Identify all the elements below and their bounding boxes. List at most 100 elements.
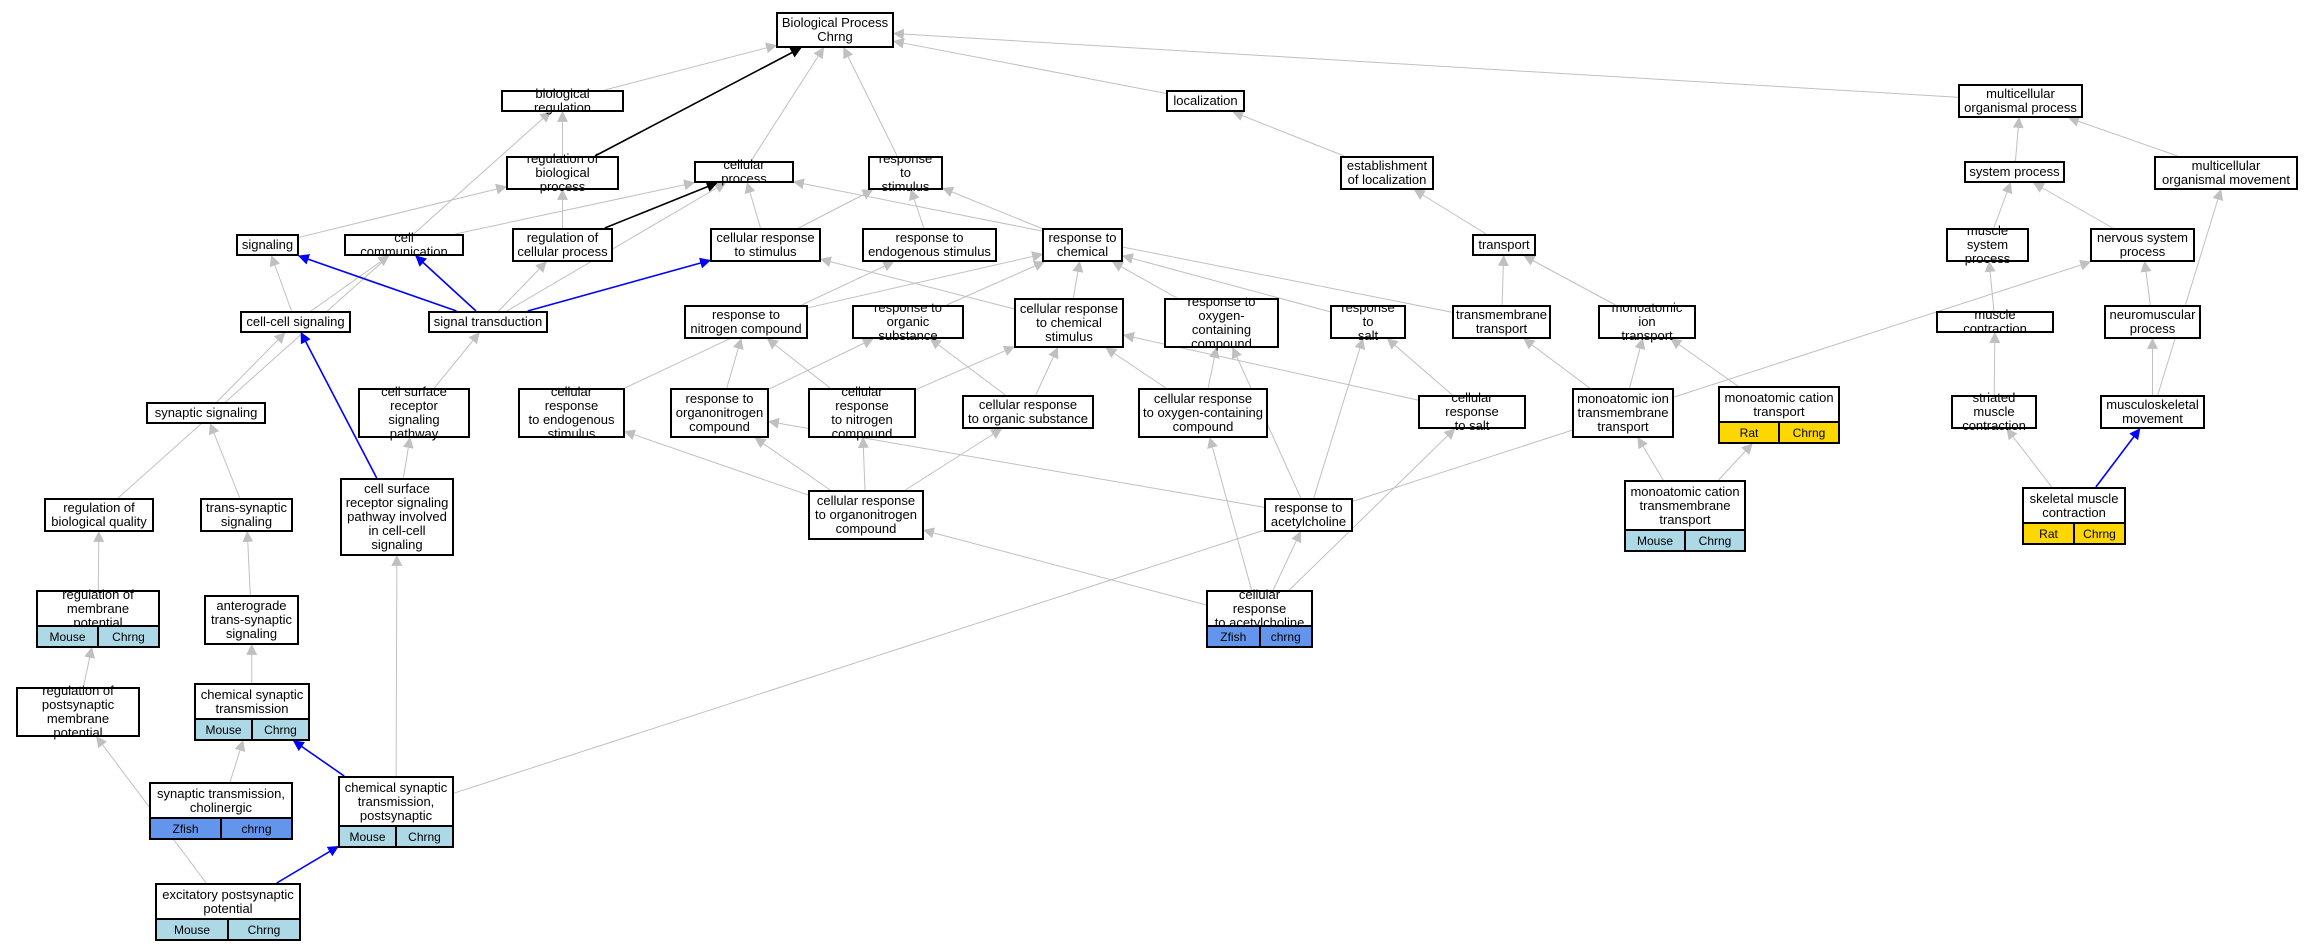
go-term-label: muscle system process [1964, 223, 2011, 266]
species-tag: Zfish [1208, 627, 1259, 646]
edge-antero-to-transsyn [242, 530, 254, 596]
edge-cellrespach-to-cellresporganonitro [922, 527, 1207, 606]
gene-tag: chrng [220, 819, 291, 838]
go-term-label: regulation of biological quality [51, 500, 147, 529]
go-term-label: neuromuscular process [2109, 307, 2196, 336]
gene-tag: Chrng [1684, 531, 1744, 550]
edge-regmemb-to-regbioqual [93, 530, 105, 591]
go-term-transsyn[interactable]: trans-synaptic signaling [200, 498, 293, 532]
edge-moncationtm-to-moniontm [1637, 437, 1664, 481]
go-term-multiproc[interactable]: multicellular organismal process [1958, 84, 2083, 118]
go-term-label: cellular response to organonitrogen comp… [815, 493, 917, 536]
go-term-moniontm[interactable]: monoatomic ion transmembrane transport [1572, 388, 1674, 438]
go-term-label: signal transduction [433, 314, 543, 329]
go-term-cellresporganonitro[interactable]: cellular response to organonitrogen comp… [808, 490, 924, 540]
go-term-regpostsyn[interactable]: regulation of postsynaptic membrane pote… [16, 684, 140, 740]
go-term-cellcellsig[interactable]: cell-cell signaling [240, 311, 351, 333]
go-term-tmtransport[interactable]: transmembrane transport [1452, 305, 1551, 339]
edge-cellrespach-to-cellrespoxy [1207, 436, 1253, 591]
go-term-sigtrans[interactable]: signal transduction [428, 311, 548, 333]
species-tag: Mouse [1626, 531, 1684, 550]
go-term-localization[interactable]: localization [1166, 90, 1245, 112]
go-term-synsig[interactable]: synaptic signaling [146, 402, 266, 424]
go-term-resporg[interactable]: response to organic substance [852, 301, 964, 343]
go-term-transport[interactable]: transport [1472, 234, 1536, 256]
go-term-label: cell-cell signaling [246, 314, 345, 329]
edge-chemsynpost-to-chemsyn [292, 740, 345, 777]
edge-respsalt-to-respchem [1121, 253, 1331, 313]
go-term-striated[interactable]: striated muscle contraction [1951, 391, 2037, 433]
go-term-label: muscle contraction [1963, 307, 2027, 336]
go-term-respnitro[interactable]: response to nitrogen compound [684, 305, 808, 339]
edge-chemsynpost-to-csrspcell [391, 554, 403, 777]
go-term-respendo[interactable]: response to endogenous stimulus [862, 228, 997, 262]
go-term-bioreg[interactable]: biological regulation [501, 87, 624, 115]
go-term-sysproc[interactable]: system process [1964, 161, 2065, 183]
edge-cellcomm-to-cellproc [455, 179, 696, 235]
go-term-regbio[interactable]: regulation of biological process [506, 152, 619, 194]
go-term-respstim[interactable]: response to stimulus [868, 152, 943, 194]
go-term-estloc[interactable]: establishment of localization [1340, 156, 1434, 190]
go-term-cellrespendo[interactable]: cellular response to endogenous stimulus [518, 385, 625, 441]
edge-cellcellsig-to-cellcomm [310, 255, 390, 312]
go-term-regbioqual[interactable]: regulation of biological quality [44, 498, 154, 532]
edge-cellrespchem-to-cellrespstim [819, 256, 1015, 310]
go-term-cellrespnitro[interactable]: cellular response to nitrogen compound [808, 385, 916, 441]
go-term-resporganonitro[interactable]: response to organonitrogen compound [670, 388, 769, 438]
go-term-bp[interactable]: Biological Process Chrng [776, 12, 894, 48]
edge-resporg-to-respchem [946, 260, 1045, 306]
go-term-csrsp[interactable]: cell surface receptor signaling pathway [358, 385, 470, 441]
go-term-label: cellular process [721, 157, 767, 186]
edge-moniontm-to-tmtransport [1523, 338, 1590, 389]
go-term-csrspcell[interactable]: cell surface receptor signaling pathway … [340, 478, 454, 556]
edge-resporganonitro-to-resporg [768, 338, 874, 390]
go-term-musclesys[interactable]: muscle system process [1946, 223, 2029, 266]
go-term-respsalt[interactable]: response to salt [1330, 301, 1406, 343]
edge-sigtrans-to-signaling [297, 254, 457, 312]
go-term-signaling[interactable]: signaling [236, 234, 299, 256]
edge-sigtrans-to-cellrespstim [527, 257, 712, 312]
edge-multimove-to-multiproc [2067, 116, 2178, 157]
gene-tag: Chrng [97, 627, 158, 646]
go-term-label: nervous system process [2096, 230, 2189, 259]
go-term-nervsys[interactable]: nervous system process [2090, 228, 2195, 262]
go-term-moniontrans[interactable]: monoatomic ion transport [1598, 301, 1696, 343]
go-term-cellrespchem[interactable]: cellular response to chemical stimulus [1014, 298, 1124, 348]
go-term-cellrespstim[interactable]: cellular response to stimulus [710, 228, 821, 262]
go-term-cellcomm[interactable]: cell communication [344, 231, 464, 259]
edge-moncationtm-to-moncation [1718, 443, 1753, 481]
gene-tag: Chrng [1778, 423, 1838, 442]
go-term-regcell[interactable]: regulation of cellular process [512, 228, 613, 262]
go-term-respach[interactable]: response to acetylcholine [1264, 498, 1353, 532]
go-term-musclecontr[interactable]: muscle contraction [1936, 307, 2054, 336]
go-term-moncationtm[interactable]: monoatomic cation transmembrane transpor… [1624, 480, 1746, 552]
go-term-cellrespsalt[interactable]: cellular response to salt [1418, 391, 1526, 433]
go-term-respchem[interactable]: response to chemical [1042, 228, 1123, 262]
edge-cellrespoxy-to-cellrespchem [1105, 347, 1167, 389]
go-term-label: musculoskeletal movement [2106, 397, 2199, 426]
edge-synsig-to-cellcellsig [216, 332, 286, 403]
go-term-multimove[interactable]: multicellular organismal movement [2154, 156, 2298, 190]
go-term-neuromusc[interactable]: neuromuscular process [2104, 305, 2201, 339]
go-term-antero[interactable]: anterograde trans-synaptic signaling [204, 595, 299, 645]
go-term-chemsynpost[interactable]: chemical synaptic transmission, postsyna… [338, 776, 454, 848]
go-term-respoxy[interactable]: response to oxygen-containing compound [1164, 295, 1279, 351]
edge-regbioqual-to-bioreg [117, 111, 552, 499]
go-term-cellrespoxy[interactable]: cellular response to oxygen-containing c… [1138, 388, 1268, 438]
go-term-musculo[interactable]: musculoskeletal movement [2100, 395, 2205, 429]
go-term-label: signaling [241, 237, 294, 252]
go-term-cellproc[interactable]: cellular process [694, 157, 794, 186]
edge-signaling-to-regbio [298, 183, 508, 238]
go-term-cellresporg[interactable]: cellular response to organic substance [962, 395, 1094, 429]
